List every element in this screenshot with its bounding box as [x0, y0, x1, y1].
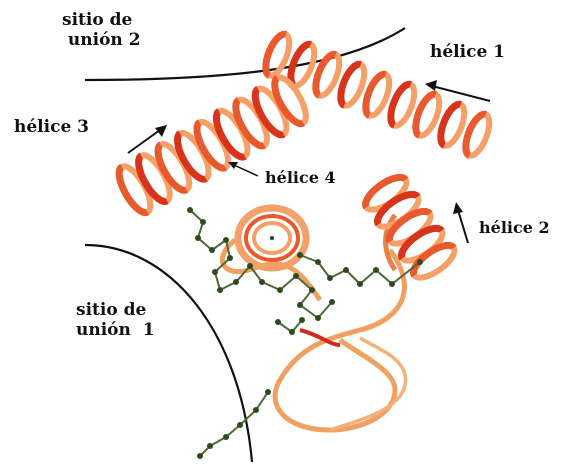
ligand-atom: [373, 267, 379, 273]
ligand-bond: [256, 392, 268, 410]
ligand-atom: [223, 237, 229, 243]
ligand-bond: [318, 302, 332, 318]
ligand-bond: [240, 410, 256, 425]
ligand-atom: [389, 281, 395, 287]
helix-2: [361, 171, 460, 283]
helix-4-label: hélice 4: [265, 168, 336, 188]
arrow-helix-1: [425, 80, 490, 101]
ligand-atom: [187, 207, 193, 213]
ligand-atom: [227, 255, 233, 261]
ligand-atom: [315, 259, 321, 265]
ligand-atom: [217, 287, 223, 293]
ligand-atom: [299, 317, 305, 323]
ligand-atom: [315, 315, 321, 321]
ligand-bond: [360, 270, 376, 284]
ligand-atom: [329, 299, 335, 305]
ligand-atom: [293, 273, 299, 279]
arrow-helix-4: [228, 162, 258, 176]
ligand-atom: [265, 389, 271, 395]
ligand-atom: [233, 279, 239, 285]
binding-site-2-label: sitio de unión 2: [62, 10, 141, 50]
helix-3-label: hélice 3: [14, 117, 89, 137]
ligand-bond: [376, 270, 392, 284]
helix-1-label: hélice 1: [430, 42, 505, 62]
binding-site-1-label: sitio de unión 1: [76, 300, 155, 340]
arrow-helix-2: [453, 202, 468, 243]
ligand-atom: [223, 434, 229, 440]
ligand-atom: [275, 319, 281, 325]
helix-2-label: hélice 2: [479, 218, 550, 238]
ligand-atom: [237, 422, 243, 428]
helix-4: [238, 208, 306, 268]
ligand-bond: [280, 276, 296, 290]
ligand-atom: [200, 219, 206, 225]
binding-site-1-boundary: [85, 245, 252, 462]
ligand-atom: [197, 453, 203, 459]
ligand-atom: [357, 281, 363, 287]
ligand-atom: [277, 287, 283, 293]
ligand-atom: [259, 279, 265, 285]
ligand-bond: [300, 305, 318, 318]
ligand-atom: [212, 269, 218, 275]
ligand-atom: [207, 443, 213, 449]
ligand-atom: [247, 263, 253, 269]
ligand-atom: [195, 235, 201, 241]
ligand-atom: [309, 287, 315, 293]
ligand-atom: [297, 302, 303, 308]
ligand-atom: [253, 407, 259, 413]
ligand-atom: [297, 252, 303, 258]
ligand-atom: [289, 329, 295, 335]
ligand-atom: [343, 267, 349, 273]
ligand-atom: [417, 259, 423, 265]
helix-3: [113, 73, 312, 217]
ligand-atom: [209, 247, 215, 253]
ligand-atom: [327, 275, 333, 281]
